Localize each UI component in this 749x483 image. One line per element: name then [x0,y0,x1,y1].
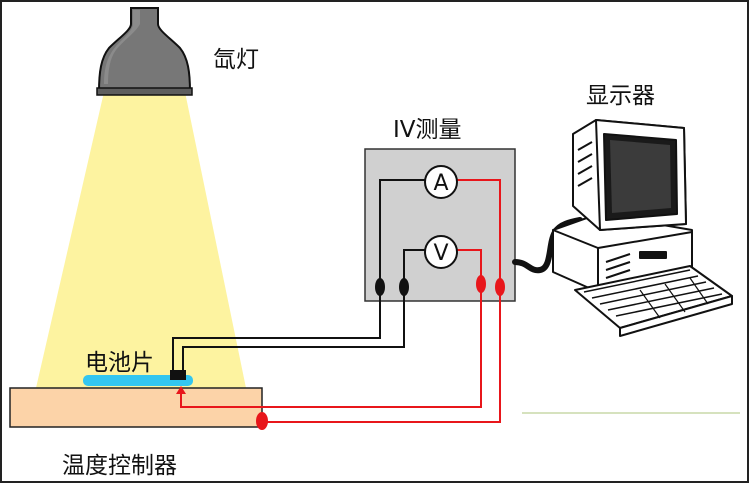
light-beam [36,92,246,388]
wire-black-ammeter [172,179,426,372]
terminal-red-2 [495,278,505,296]
solar-cell-label: 电池片 [85,350,154,376]
xenon-lamp-icon [96,7,193,96]
probe-contact-red [176,386,186,394]
voltmeter-icon: V [424,235,458,269]
probe-contact-black [170,370,186,380]
monitor-label: 显示器 [586,83,655,109]
terminal-black-1 [375,278,385,296]
terminal-red-1 [476,275,486,293]
computer-monitor-icon [552,119,733,337]
ammeter-icon: A [424,165,458,199]
data-cable [512,217,583,274]
terminal-black-2 [399,278,409,296]
voltmeter-symbol: V [433,241,448,266]
stage-contact-red [256,412,268,430]
solar-cell [83,375,193,386]
iv-measurement-label: IV测量 [393,117,462,143]
wire-red-voltmeter [180,249,482,408]
wire-black-voltmeter [182,249,426,372]
ammeter-symbol: A [433,171,448,196]
temperature-controller-label: 温度控制器 [62,453,177,479]
lamp-label: 氙灯 [213,47,259,73]
wire-red-ammeter [262,179,501,423]
